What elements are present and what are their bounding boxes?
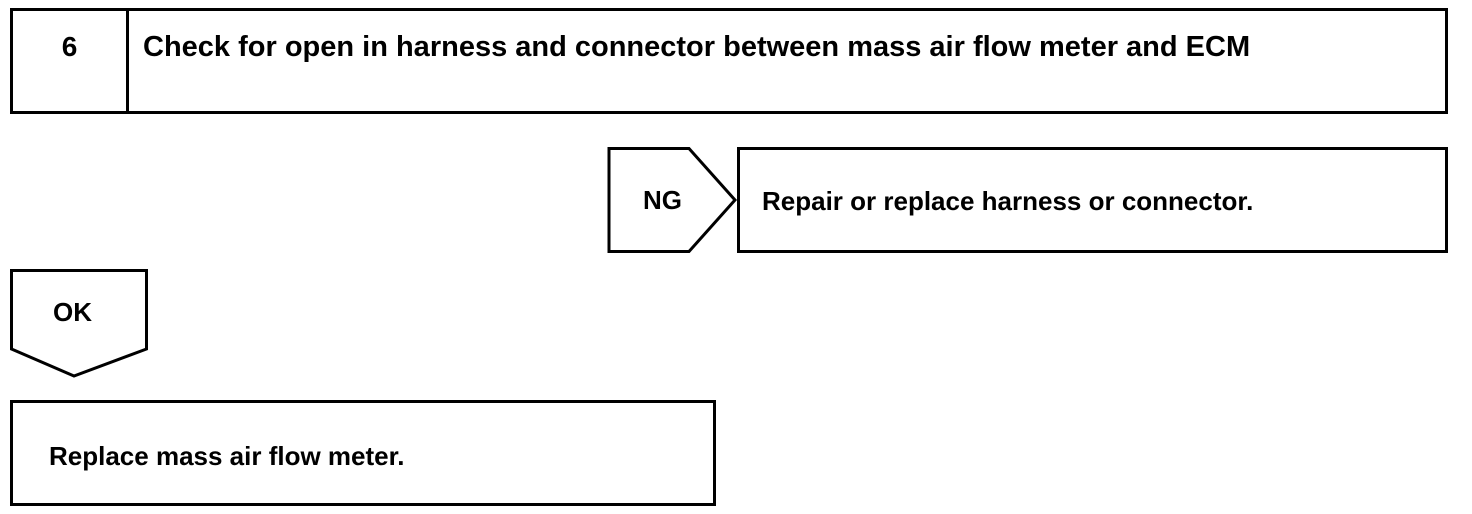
ok-arrow-tag <box>10 269 148 378</box>
ok-action-box: Replace mass air flow meter. <box>10 400 716 506</box>
ng-label: NG <box>643 185 682 215</box>
ng-action-box: Repair or replace harness or connector. <box>737 147 1448 253</box>
ok-action-text: Replace mass air flow meter. <box>49 441 405 471</box>
ng-arrow-tag <box>607 147 738 253</box>
step-box: 6 Check for open in harness and connecto… <box>10 8 1448 114</box>
step-number: 6 <box>61 31 78 62</box>
ng-action-text: Repair or replace harness or connector. <box>762 186 1254 216</box>
step-number-cell: 6 <box>13 11 129 111</box>
step-title: Check for open in harness and connector … <box>143 31 1251 63</box>
ok-label: OK <box>53 297 92 327</box>
